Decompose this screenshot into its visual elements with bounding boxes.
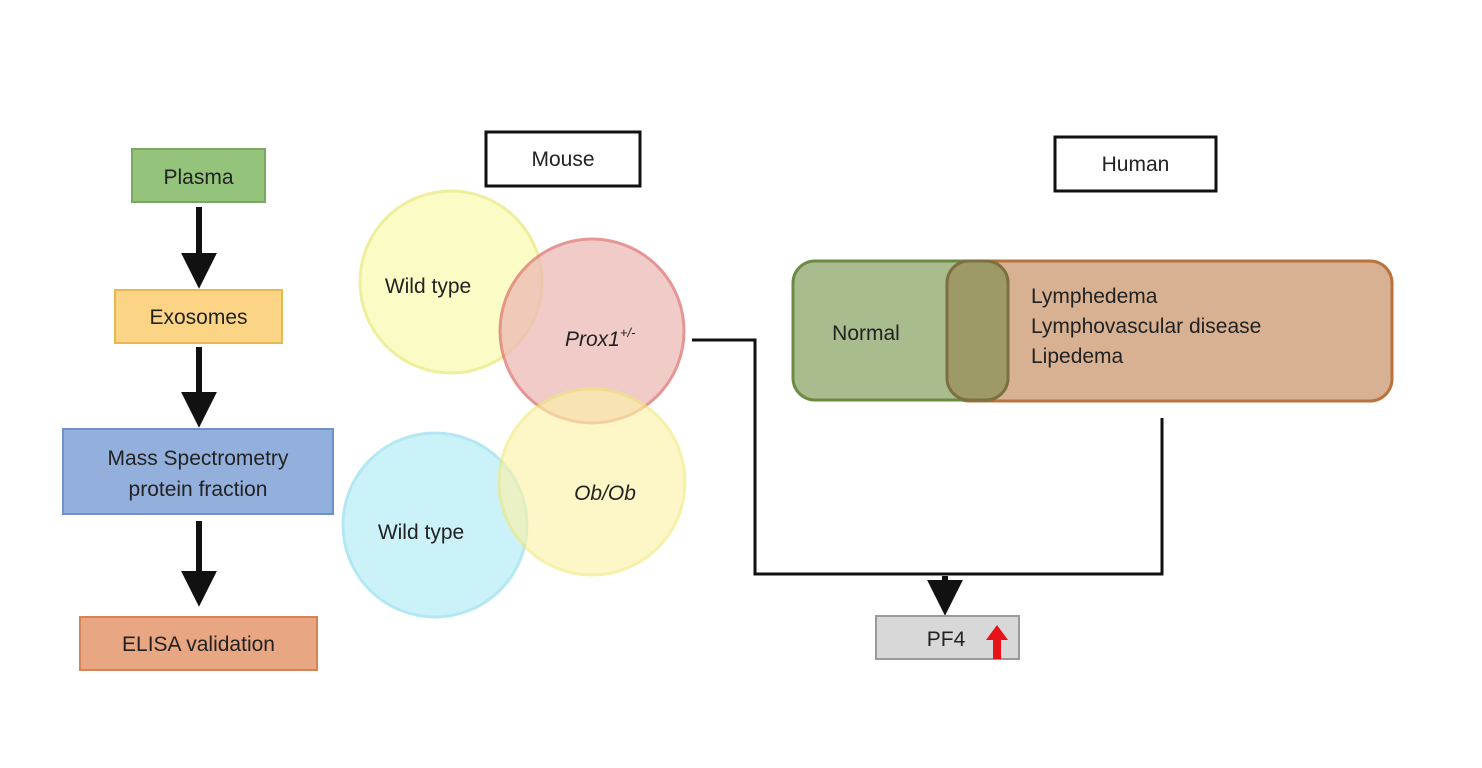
lipedema-label: Lipedema <box>1031 345 1124 368</box>
result-panel: PF4 <box>875 576 1020 660</box>
prox1-superscript: +/- <box>620 325 636 340</box>
plasma-box <box>131 148 266 203</box>
mass-spectrometry-label-line-2: protein fraction <box>129 478 268 501</box>
normal-label: Normal <box>832 322 900 345</box>
pipeline: Plasma Exosomes Mass Spectrometry protei… <box>62 148 334 671</box>
up-arrow-icon <box>986 625 1008 659</box>
plasma-label: Plasma <box>163 166 233 189</box>
prox1-gene-name: Prox1 <box>565 328 620 351</box>
lymphovascular-disease-label: Lymphovascular disease <box>1031 315 1261 338</box>
connector-prox1-to-pf4 <box>692 338 1164 576</box>
elisa-label: ELISA validation <box>122 633 275 656</box>
wild-type-top-label: Wild type <box>385 275 471 298</box>
prox1-label: Prox1+/- <box>565 325 636 351</box>
human-header-label: Human <box>1102 153 1170 176</box>
pf4-label: PF4 <box>927 628 966 651</box>
ob-ob-label: Ob/Ob <box>574 482 636 505</box>
exosomes-box <box>114 289 283 344</box>
normal-disease-overlap <box>945 259 1010 402</box>
lymphedema-label: Lymphedema <box>1031 285 1158 308</box>
elisa-box <box>79 616 318 671</box>
mass-spectrometry-label-line-1: Mass Spectrometry <box>108 447 289 470</box>
human-header-box <box>1053 135 1218 193</box>
mouse-header-label: Mouse <box>531 148 594 171</box>
ob-ob-circle <box>497 387 687 577</box>
wild-type-bottom-label: Wild type <box>378 521 464 544</box>
mass-spectrometry-box <box>62 428 334 515</box>
exosomes-label: Exosomes <box>149 306 247 329</box>
mouse-header-box <box>484 130 642 188</box>
human-panel: Human Normal Lymphedema Lymphovascular d… <box>791 135 1394 403</box>
mouse-panel: Mouse Wild type Prox1+/- Ob/Ob Wild type <box>341 130 1164 619</box>
